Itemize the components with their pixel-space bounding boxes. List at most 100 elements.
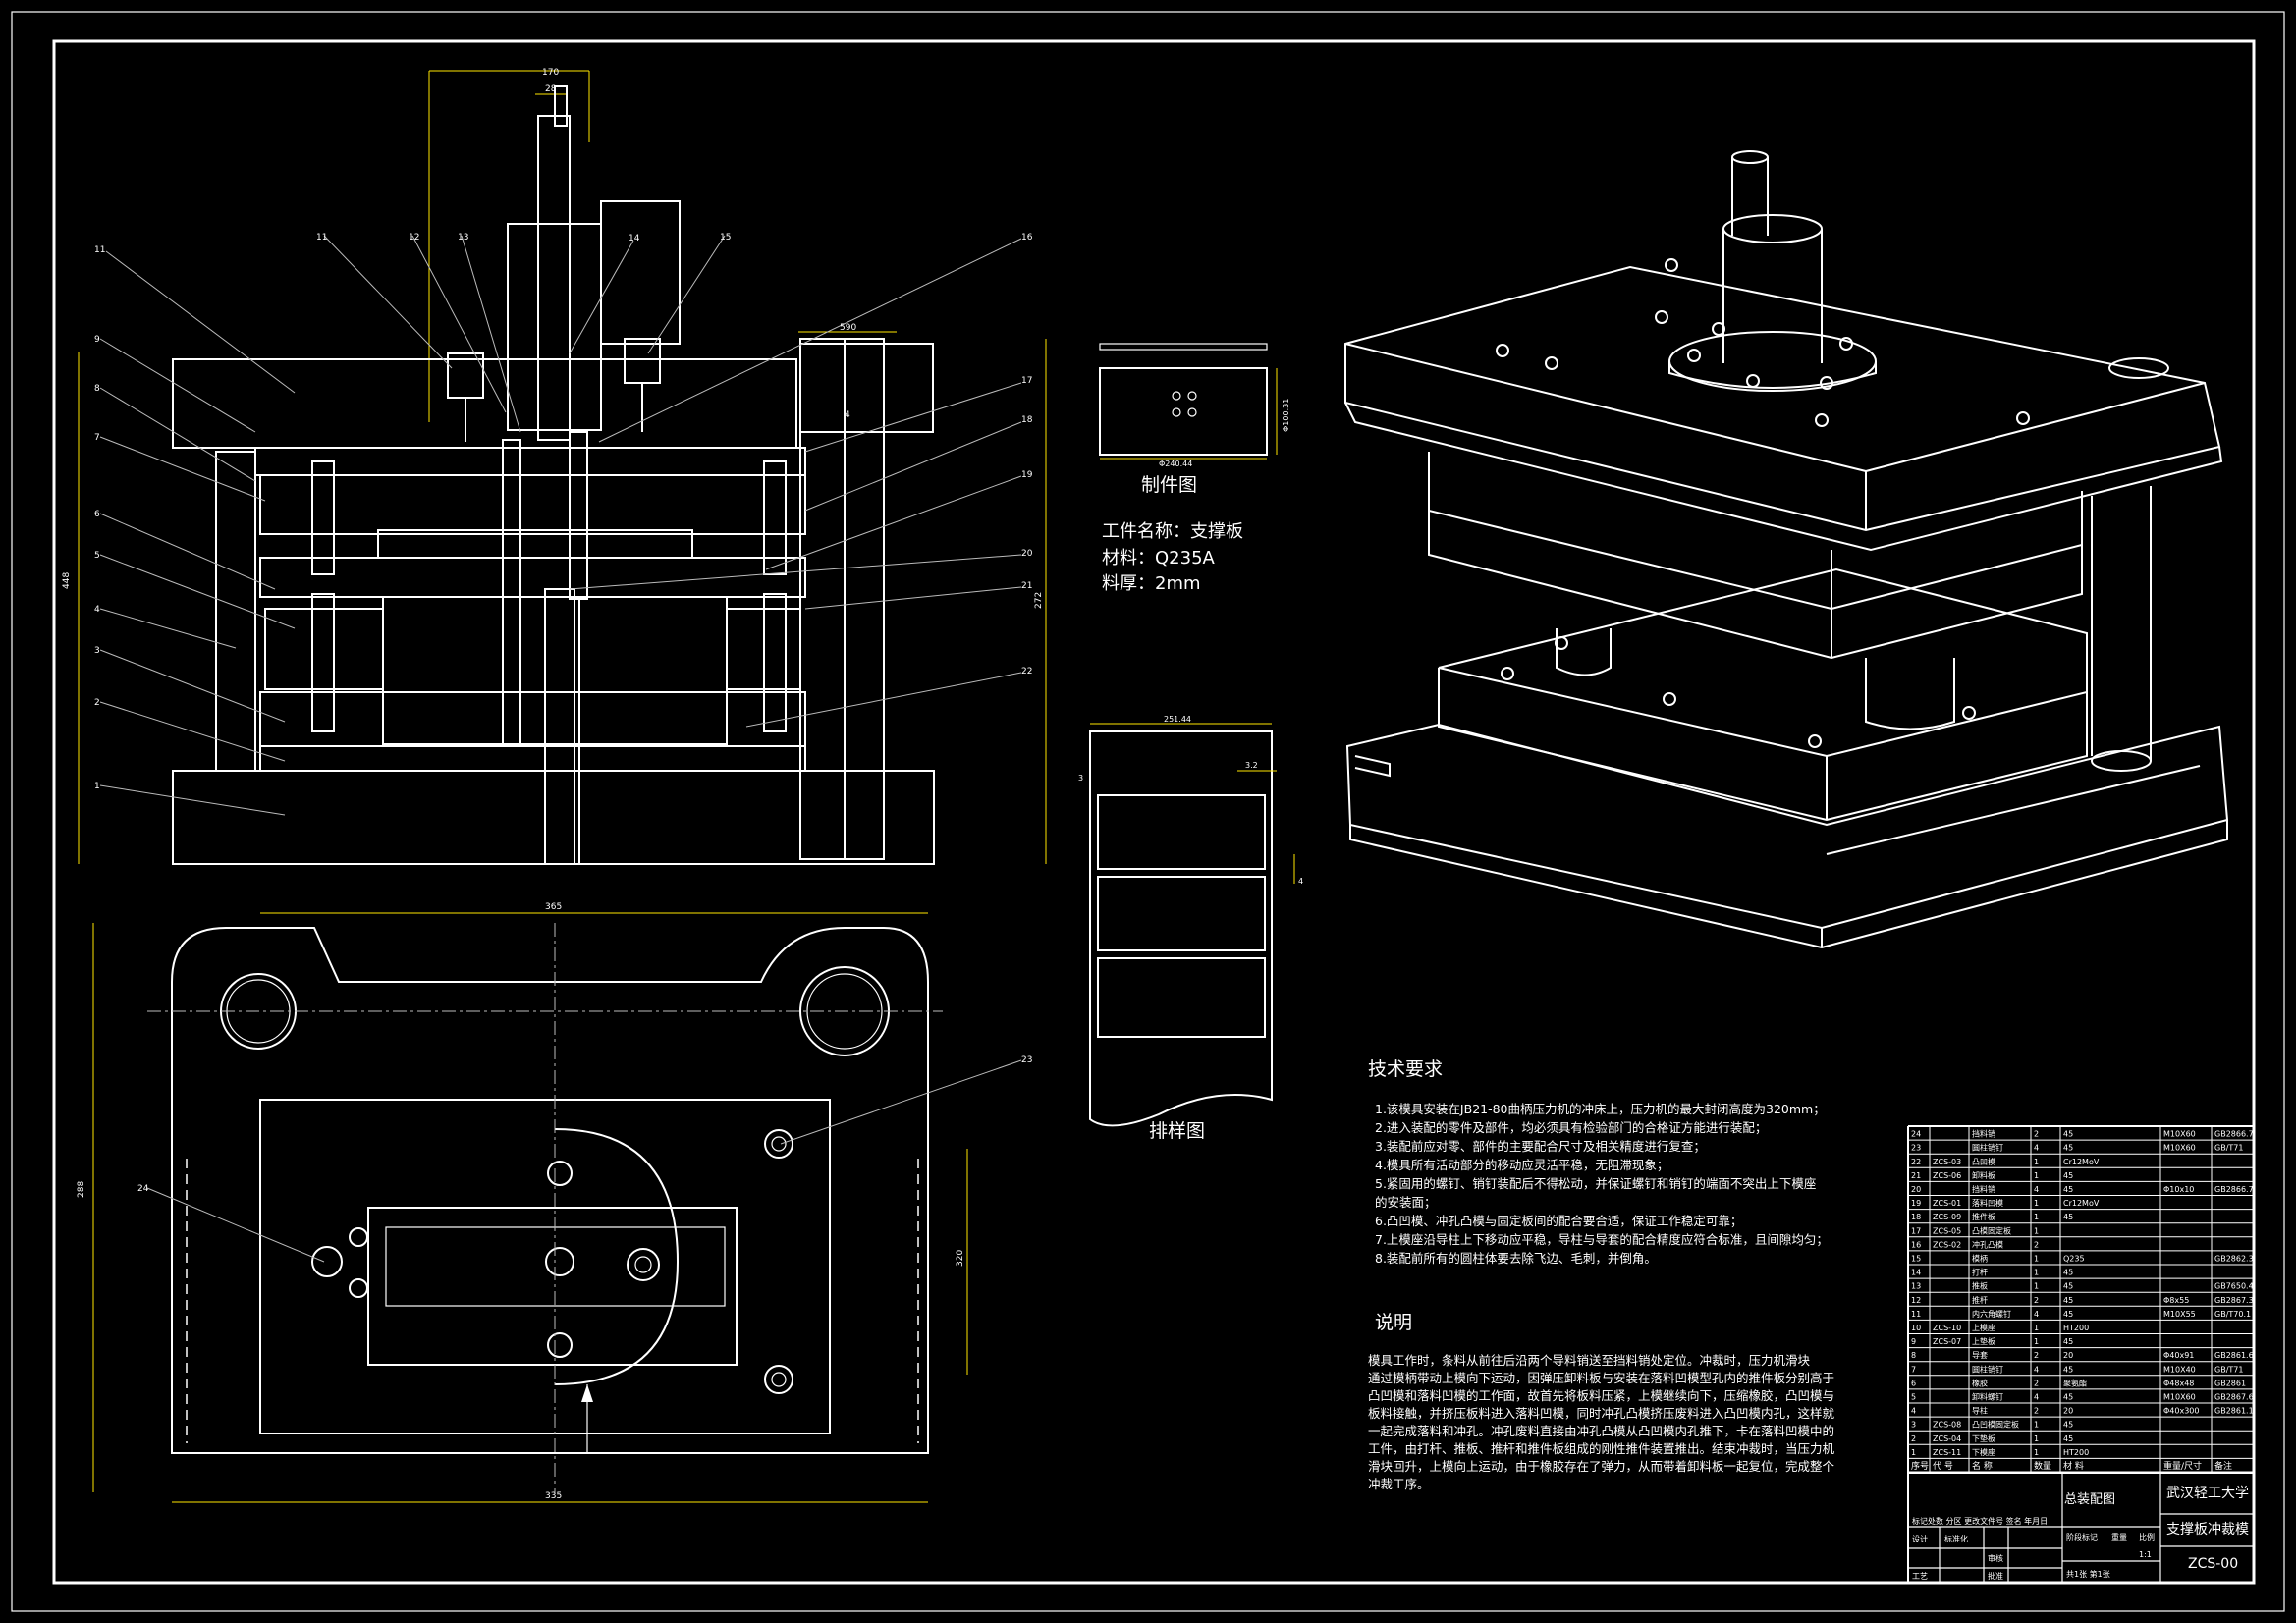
svg-text:13: 13 [458, 233, 468, 243]
bom-cell: 1 [2034, 1324, 2039, 1332]
svg-text:3: 3 [94, 646, 100, 656]
upper-backing-plate [254, 447, 806, 476]
bom-cell: M10X60 [2163, 1393, 2196, 1402]
bom-cell: 挡料销 [1972, 1129, 1995, 1139]
svg-text:8: 8 [94, 384, 100, 394]
title-standardize: 标准化 [1944, 1534, 1968, 1543]
bom-cell: GB2861.1 [2214, 1407, 2254, 1416]
title-scale-label: 比例 [2139, 1532, 2155, 1542]
bom-cell: 45 [2063, 1296, 2073, 1305]
svg-text:320: 320 [956, 1250, 965, 1267]
bom-cell: 打杆 [1972, 1268, 1988, 1277]
part-material: 材料：Q235A [1102, 548, 1216, 568]
svg-text:4: 4 [845, 410, 850, 420]
bom-cell: M10X55 [2163, 1310, 2196, 1319]
bom-cell: 22 [1911, 1158, 1921, 1166]
bom-cell: 14 [1911, 1269, 1921, 1277]
section-view: 11 9 8 7 6 5 4 3 2 1 11 12 13 14 15 16 1… [62, 68, 1047, 865]
bom-cell: 23 [1911, 1144, 1921, 1153]
bom-header-cell: 材 料 [2063, 1460, 2084, 1472]
bom-cell: 1 [1911, 1448, 1916, 1457]
bom-cell: Q235 [2063, 1255, 2085, 1264]
bom-cell: 4 [2034, 1393, 2039, 1402]
part-name: 工件名称：支撑板 [1102, 521, 1243, 542]
bom-cell: 1 [2034, 1434, 2039, 1443]
svg-text:16: 16 [1021, 233, 1033, 243]
bom-cell: 20 [2063, 1351, 2073, 1360]
bom-cell: 圆柱销钉 [1972, 1143, 2003, 1153]
bom-cell: 4 [2034, 1365, 2039, 1374]
bom-cell: HT200 [2063, 1448, 2089, 1457]
layout-edge-dim: 3 [1078, 774, 1083, 783]
bom-cell: 16 [1911, 1240, 1921, 1249]
svg-text:15: 15 [720, 233, 731, 243]
bom-cell: 1 [2034, 1282, 2039, 1291]
bom-cell: 1 [2034, 1158, 2039, 1166]
bom-cell: 5 [1911, 1393, 1916, 1402]
bom-cell: 2 [2034, 1407, 2039, 1416]
bom-cell: ZCS-04 [1933, 1434, 1961, 1443]
bom-cell: ZCS-11 [1933, 1448, 1961, 1457]
bom-cell: 20 [1911, 1185, 1921, 1194]
bom-cell: 9 [1911, 1337, 1916, 1346]
inner-frame [52, 39, 2256, 1585]
bom-cell: 45 [2063, 1393, 2073, 1402]
svg-text:11: 11 [316, 233, 327, 243]
svg-text:14: 14 [629, 234, 640, 243]
bom-cell: Φ48x48 [2163, 1379, 2194, 1387]
svg-text:24: 24 [137, 1184, 149, 1194]
bom-cell: 3 [1911, 1421, 1916, 1430]
bom-cell: 落料凹模 [1972, 1198, 2003, 1208]
bom-cell: 推板 [1972, 1281, 1988, 1291]
tech-item: 6.凸凹模、冲孔凸模与固定板间的配合要合适，保证工作稳定可靠； [1375, 1214, 1742, 1228]
svg-text:23: 23 [1021, 1055, 1032, 1065]
bom-cell: 45 [2063, 1269, 2073, 1277]
bom-cell: 1 [2034, 1199, 2039, 1208]
bom-cell: Cr12MoV [2063, 1199, 2100, 1208]
bom-cell: GB7650.4 [2214, 1282, 2254, 1291]
svg-text:590: 590 [840, 323, 856, 333]
bom-cell: 21 [1911, 1171, 1921, 1180]
bom-cell: 15 [1911, 1255, 1921, 1264]
bom-cell: ZCS-02 [1933, 1240, 1961, 1249]
bom-cell: 导柱 [1972, 1406, 1988, 1416]
title-designer: 设计 [1912, 1534, 1928, 1543]
bom-cell: 1 [2034, 1337, 2039, 1346]
bom-cell: Φ10x10 [2163, 1185, 2194, 1194]
layout-pitch-dim: 4 [1298, 877, 1303, 886]
bom-cell: ZCS-07 [1933, 1337, 1961, 1346]
bom-cell: 4 [2034, 1144, 2039, 1153]
bom-cell: 聚氨酯 [2063, 1378, 2087, 1387]
isometric-view [1344, 150, 2229, 949]
bom-cell: 4 [2034, 1310, 2039, 1319]
bom-cell: 导套 [1972, 1350, 1988, 1360]
part-drawing: Φ240.44 Φ100.31 制件图 工件名称：支撑板 材料：Q235A 料厚… [1099, 343, 1290, 594]
bom-cell: Φ40x91 [2163, 1351, 2194, 1360]
bom-cell: 挡料销 [1972, 1184, 1995, 1194]
bom-cell: ZCS-05 [1933, 1226, 1961, 1235]
svg-text:1: 1 [94, 782, 100, 791]
title-approve: 批准 [1988, 1571, 2003, 1581]
bom-cell: HT200 [2063, 1324, 2089, 1332]
bom-cell: 2 [2034, 1296, 2039, 1305]
description-line: 板料接触，并挤压板料进入落料凹模，同时冲孔凸模挤压废料进入凸凹模内孔，这样就 [1368, 1406, 1835, 1421]
bom-cell: 12 [1911, 1296, 1921, 1305]
blanking-die [382, 596, 728, 745]
title-weight: 重量 [2111, 1532, 2127, 1542]
bom-cell: 45 [2063, 1421, 2073, 1430]
description-line: 通过模柄带动上模向下运动，因弹压卸料板与安装在落料凹模型孔内的推件板分别高于 [1368, 1371, 1834, 1385]
tech-item: 1.该模具安装在JB21-80曲柄压力机的冲床上，压力机的最大封闭高度为320m… [1375, 1102, 1826, 1116]
bom-cell: GB/T70.1 [2214, 1310, 2251, 1319]
svg-text:18: 18 [1021, 415, 1033, 425]
bom-cell: M10X60 [2163, 1144, 2196, 1153]
layout-drawing-title: 排样图 [1149, 1120, 1205, 1142]
bom-cell: 1 [2034, 1213, 2039, 1221]
bom-cell: 4 [1911, 1407, 1916, 1416]
bom-cell: ZCS-10 [1933, 1324, 1961, 1332]
lower-backing-plate [259, 745, 806, 772]
svg-text:12: 12 [409, 233, 419, 243]
svg-text:5: 5 [94, 551, 100, 561]
title-sheets: 共1张 第1张 [2066, 1569, 2110, 1579]
svg-text:170: 170 [542, 68, 559, 78]
bom-cell: 橡胶 [1972, 1378, 1988, 1387]
